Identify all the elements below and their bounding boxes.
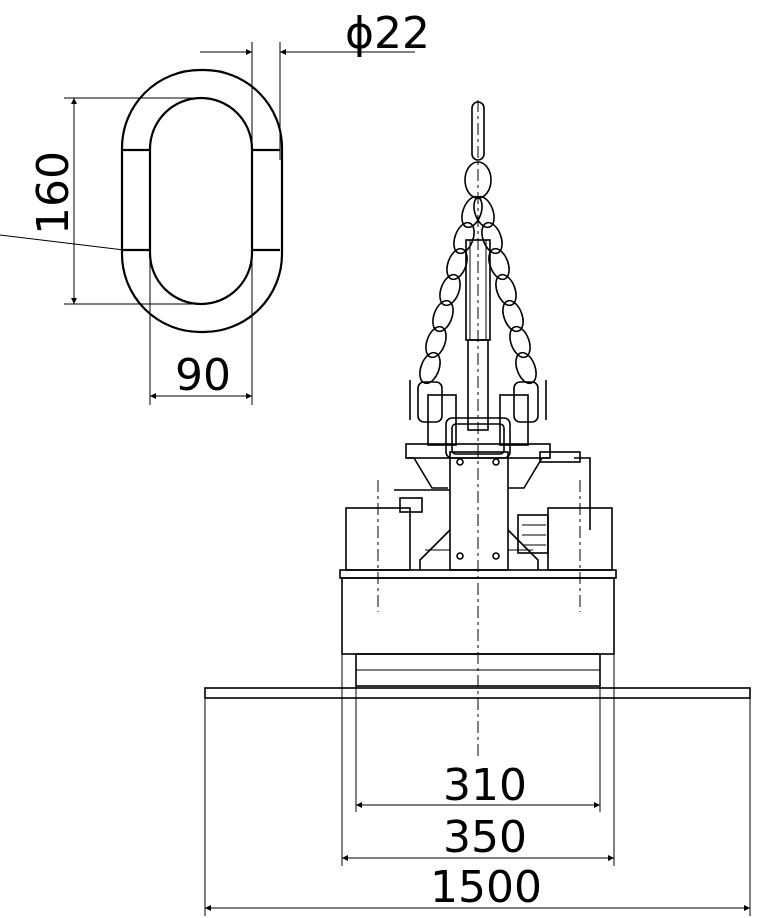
chain-left	[419, 195, 483, 385]
dim-link-length: 160	[28, 97, 200, 305]
dim-link-width: 90	[149, 250, 253, 405]
dim-plate-width-text: 1500	[430, 862, 542, 913]
dim-magnet-bottom-width: 310	[356, 760, 600, 811]
right-coil-box	[517, 480, 613, 612]
chain-right	[473, 195, 537, 385]
dim-link-width-text: 90	[175, 350, 231, 401]
link-outer-outline	[120, 68, 284, 334]
dim-link-diameter-text: ϕ22	[345, 8, 430, 59]
chain-link-detail: ϕ22 160 90	[0, 8, 430, 405]
dim-plate-width: 1500	[205, 862, 750, 913]
dim-link-diameter: ϕ22	[200, 8, 430, 160]
dim-magnet-body-width: 350	[342, 812, 614, 863]
top-hook	[471, 101, 485, 161]
lifting-magnet-assembly	[204, 100, 751, 760]
dim-link-length-text: 160	[28, 151, 79, 235]
dim-magnet-body-width-text: 350	[443, 812, 527, 863]
bottom-plate	[204, 687, 751, 699]
link-inner-outline	[148, 96, 254, 306]
upper-frame-plate	[405, 443, 551, 459]
shackles	[409, 380, 547, 446]
magnet-body	[339, 569, 617, 687]
dim-magnet-bottom-width-text: 310	[443, 760, 527, 811]
bottom-dimensions: 310 350 1500	[204, 654, 751, 916]
